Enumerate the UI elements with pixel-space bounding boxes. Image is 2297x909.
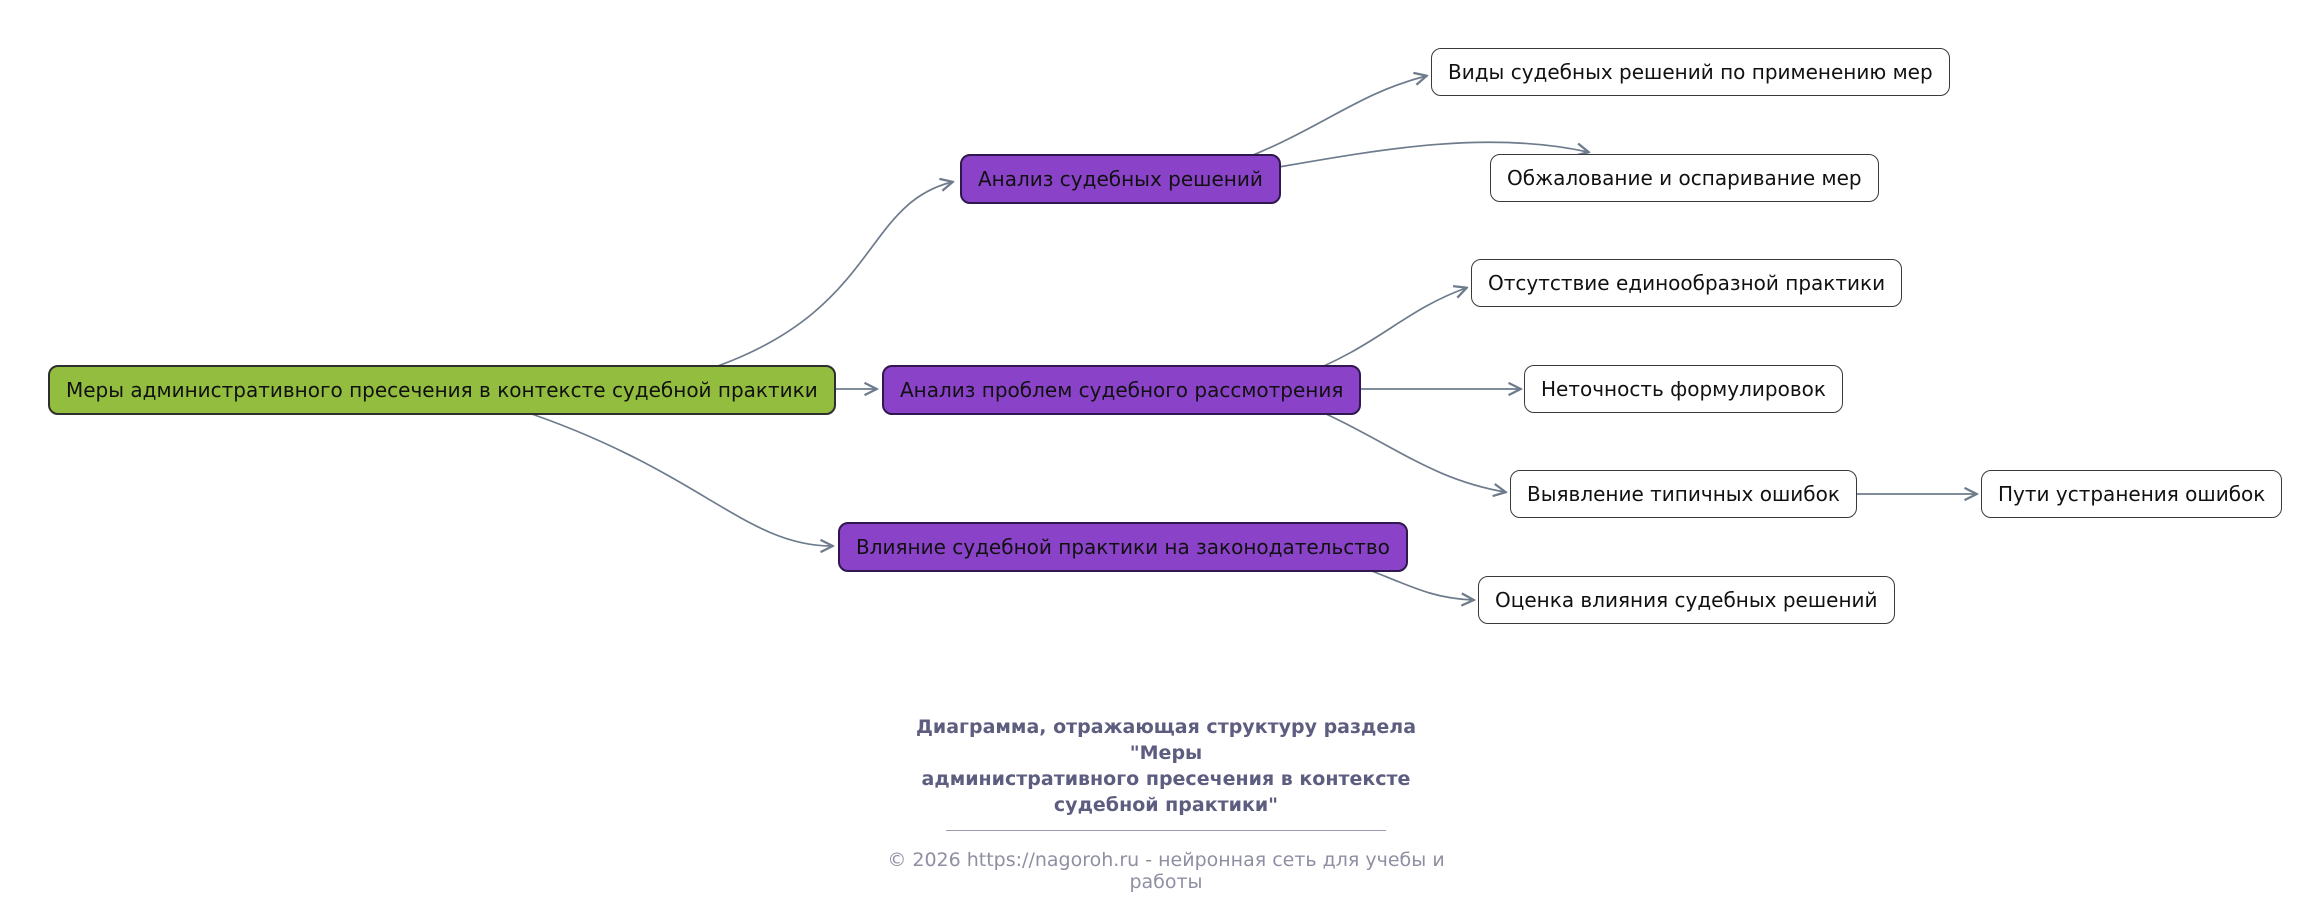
node-leaf-influence-assessment: Оценка влияния судебных решений (1478, 576, 1895, 624)
node-root: Меры административного пресечения в конт… (48, 365, 836, 415)
copyright-footer: © 2026 https://nagoroh.ru - нейронная се… (887, 849, 1445, 893)
node-leaf-typical-errors: Выявление типичных ошибок (1510, 470, 1857, 518)
node-leaf-no-uniform-practice: Отсутствие единообразной практики (1471, 259, 1903, 307)
node-leaf-decision-types: Виды судебных решений по применению мер (1431, 48, 1950, 96)
node-leaf-appeal-contest: Обжалование и оспаривание мер (1490, 154, 1879, 202)
node-branch-court-decisions-analysis: Анализ судебных решений (960, 154, 1281, 204)
caption-block: Диаграмма, отражающая структуру раздела … (886, 714, 1446, 893)
edge-root-to-branch-decisions (699, 182, 952, 373)
caption-title-line-2: административного пресечения в контексте (921, 768, 1411, 790)
node-branch-review-problems-analysis: Анализ проблем судебного рассмотрения (882, 365, 1362, 415)
node-leaf-error-elimination: Пути устранения ошибок (1981, 470, 2283, 518)
caption-title-line-1: Диаграмма, отражающая структуру раздела … (915, 716, 1417, 764)
node-leaf-imprecise-wording: Неточность формулировок (1524, 365, 1843, 413)
node-branch-practice-influence: Влияние судебной практики на законодател… (838, 522, 1408, 572)
caption-divider (946, 830, 1386, 831)
caption-title-line-3: судебной практики" (1053, 794, 1279, 816)
edge-root-to-branch-influence (519, 409, 832, 546)
